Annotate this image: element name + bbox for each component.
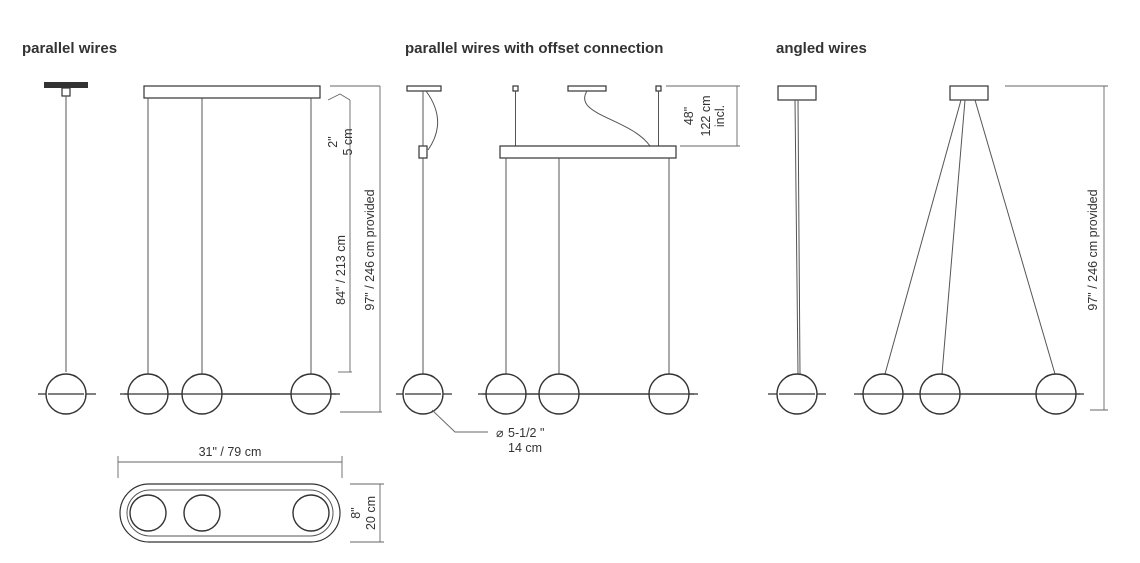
parallel-dimension-lines: [327, 85, 382, 413]
heading-parallel-wires: parallel wires: [22, 40, 117, 57]
provided-97-label-b: 97" / 246 cm provided: [1086, 189, 1100, 310]
offset-included: incl.: [713, 105, 727, 127]
angled-side-wire-b: [797, 99, 801, 375]
diameter-leader: [431, 409, 488, 433]
top-inner-outline: [126, 489, 334, 537]
side-canopy: [44, 82, 88, 88]
offset-bar: [499, 145, 677, 159]
parallel-side-view: [38, 82, 96, 415]
parallel-front-view: [120, 85, 340, 415]
offset-side-view: [396, 85, 488, 433]
diameter-cm: 14 cm: [508, 441, 542, 455]
angled-wire-2: [941, 99, 966, 375]
angled-side-wire-a: [794, 99, 799, 375]
provided-97-label-a: 97" / 246 cm provided: [363, 189, 377, 310]
offset-side-connector: [418, 145, 428, 159]
angled-canopy: [949, 85, 989, 101]
offset-canopy: [567, 85, 607, 92]
parallel-top-view: [117, 456, 384, 543]
canopy-drop-inches: 2": [326, 136, 340, 147]
angled-wire-1: [884, 99, 962, 375]
length-label: 31" / 79 cm: [199, 445, 262, 459]
width-inches: 8": [349, 507, 363, 518]
heading-offset-connection: parallel wires with offset connection: [405, 40, 663, 57]
angled-front-view: [854, 85, 1108, 415]
top-globe-2: [183, 494, 221, 532]
offset-front-view: [478, 85, 740, 415]
top-outer-outline: [119, 483, 341, 543]
top-globe-1: [129, 494, 167, 532]
heading-angled-wires: angled wires: [776, 40, 867, 57]
offset-side-canopy: [406, 85, 442, 92]
offset-anchor-right: [655, 85, 662, 92]
side-canopy-mount: [61, 87, 71, 97]
front-canopy-bar: [143, 85, 321, 99]
offset-power-cord: [584, 90, 651, 147]
offset-side-cord: [425, 90, 439, 151]
top-globe-3: [292, 494, 330, 532]
canopy-drop-cm: 5 cm: [341, 128, 355, 155]
drop-84-label: 84" / 213 cm: [334, 235, 348, 305]
angled-side-view: [768, 85, 826, 415]
angled-side-canopy: [777, 85, 817, 101]
diameter-inches: 5-1/2 ": [508, 426, 544, 440]
diameter-symbol: ⌀: [496, 426, 504, 440]
offset-48-inches: 48": [682, 107, 696, 125]
width-cm: 20 cm: [364, 496, 378, 530]
offset-122-cm: 122 cm: [699, 96, 713, 137]
canopy-drop-leader: [327, 93, 351, 101]
angled-wire-3: [974, 99, 1056, 375]
offset-anchor-left: [512, 85, 519, 92]
